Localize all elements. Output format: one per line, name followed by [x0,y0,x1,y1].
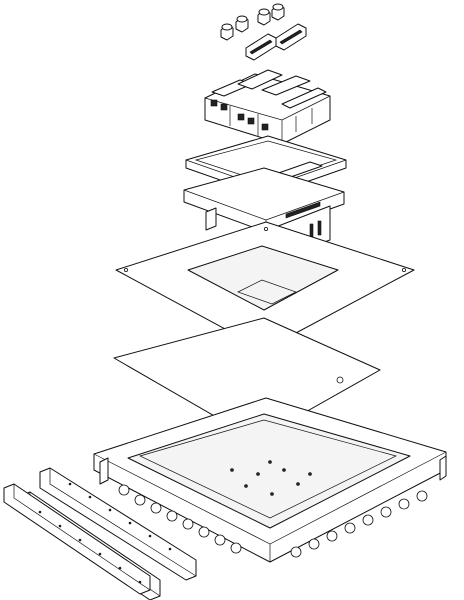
cable-gland [220,23,234,41]
base-front-knockouts [118,484,242,554]
cable-gland [271,3,285,21]
cover-plate-with-opening [115,221,415,351]
cover-plate [113,317,381,441]
rail-holes [38,482,172,584]
base-rivets [230,460,312,496]
cable-gland [235,15,249,33]
side-rails [3,467,197,600]
frame-brackets [245,23,307,61]
base-side-knockouts [290,490,428,558]
cable-gland [257,8,271,26]
cable-glands [220,3,285,41]
floor-box-base [93,397,447,563]
socket-insert-module [204,69,331,145]
